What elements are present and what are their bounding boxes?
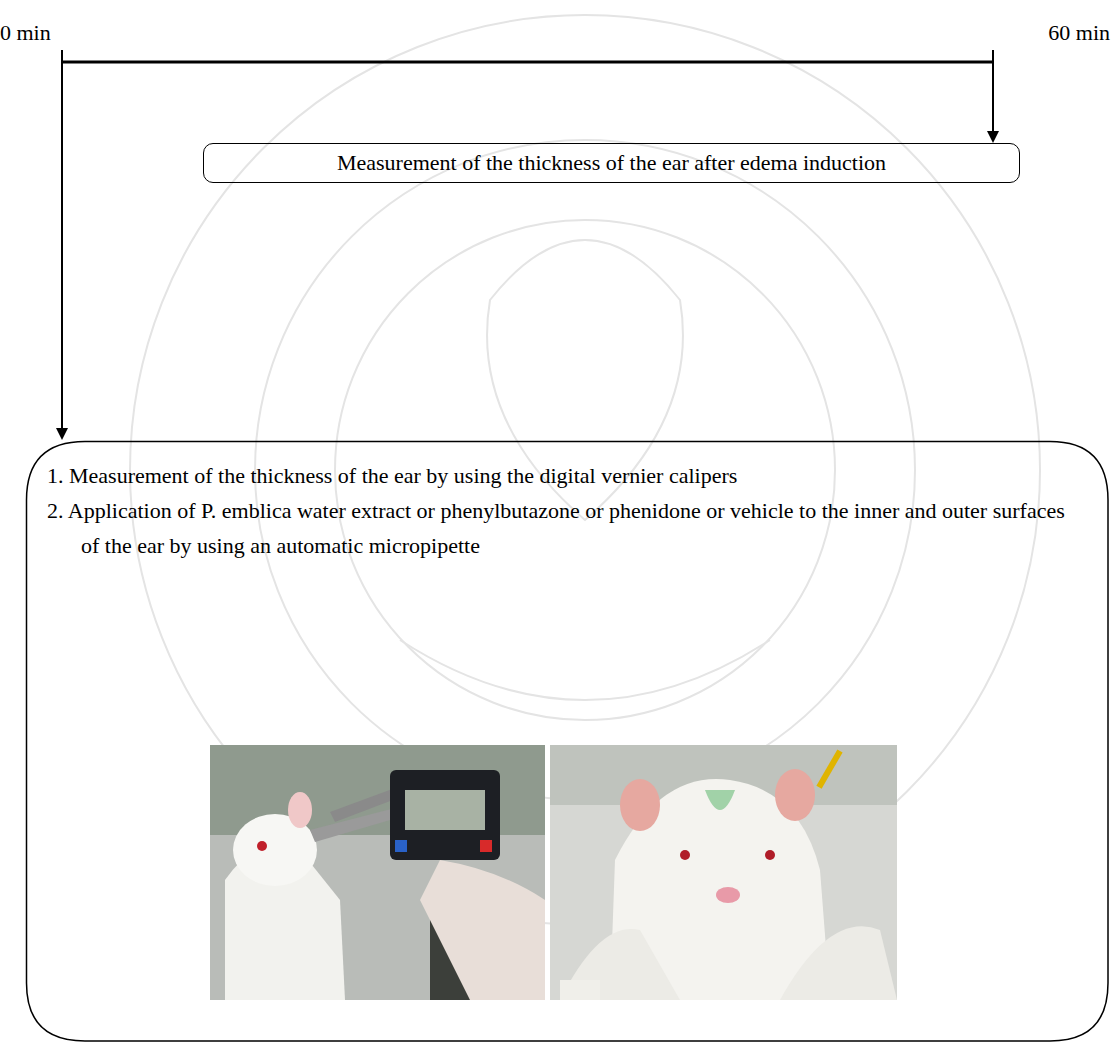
step-text: 2. Application of P. emblica water extra…	[47, 493, 1082, 563]
micropipette-photo	[550, 745, 897, 1000]
process-box: Measurement of the thickness of the ear …	[203, 143, 1020, 183]
caliper-photo	[210, 745, 545, 1000]
time-label: 0 min	[0, 20, 51, 46]
panel-outline	[25, 440, 1110, 1043]
box-text: Measurement of the thickness of the ear …	[323, 150, 900, 176]
step-text: 1. Measurement of the thickness of the e…	[47, 458, 1082, 493]
timeline	[62, 50, 993, 438]
step-panel: 1. Measurement of the thickness of the e…	[25, 440, 1110, 1043]
time-label: 60 min	[1048, 20, 1110, 46]
